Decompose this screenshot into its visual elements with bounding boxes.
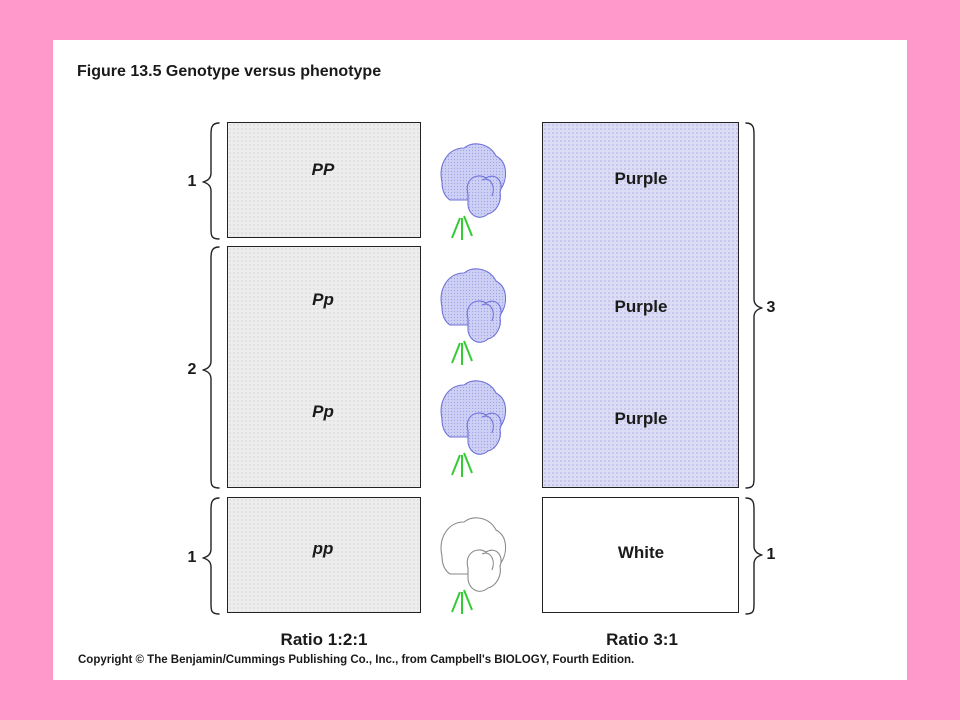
phenotype-label: Purple <box>614 169 668 188</box>
right-count: 3 <box>766 299 776 316</box>
figure-panel: Figure 13.5 Genotype versus phenotype PP… <box>53 40 907 680</box>
left-brace <box>202 497 220 615</box>
right-count: 1 <box>766 546 776 563</box>
genotype-box-heterozygous <box>227 246 421 488</box>
phenotype-box-white <box>542 497 739 613</box>
phenotype-box-purple <box>542 122 739 488</box>
left-count: 1 <box>187 549 197 566</box>
purple-flower-icon <box>440 267 507 366</box>
figure-title: Figure 13.5 Genotype versus phenotype <box>77 63 382 80</box>
copyright-notice: Copyright © The Benjamin/Cummings Publis… <box>78 654 635 666</box>
purple-flower-icon <box>440 379 507 478</box>
diagram-graphics <box>202 122 763 615</box>
ratio-phenotype: Ratio 3:1 <box>606 630 678 649</box>
right-brace <box>745 497 763 615</box>
right-brace <box>745 122 763 489</box>
genotype-label: Pp <box>312 402 334 421</box>
left-brace <box>202 246 220 489</box>
white-flower-icon <box>440 516 507 615</box>
left-count: 2 <box>187 361 197 378</box>
genotype-box-pp-homozygous-dominant <box>227 122 421 238</box>
left-brace <box>202 122 220 240</box>
phenotype-label: White <box>617 543 665 562</box>
purple-flower-icon <box>440 142 507 241</box>
genotype-label: PP <box>311 160 335 179</box>
ratio-genotype: Ratio 1:2:1 <box>280 630 368 649</box>
genotype-label: Pp <box>312 290 334 309</box>
phenotype-label: Purple <box>614 409 668 428</box>
phenotype-label: Purple <box>614 297 668 316</box>
left-count: 1 <box>187 173 197 190</box>
genotype-box-pp-homozygous-recessive <box>227 497 421 613</box>
genotype-label: pp <box>312 539 334 558</box>
